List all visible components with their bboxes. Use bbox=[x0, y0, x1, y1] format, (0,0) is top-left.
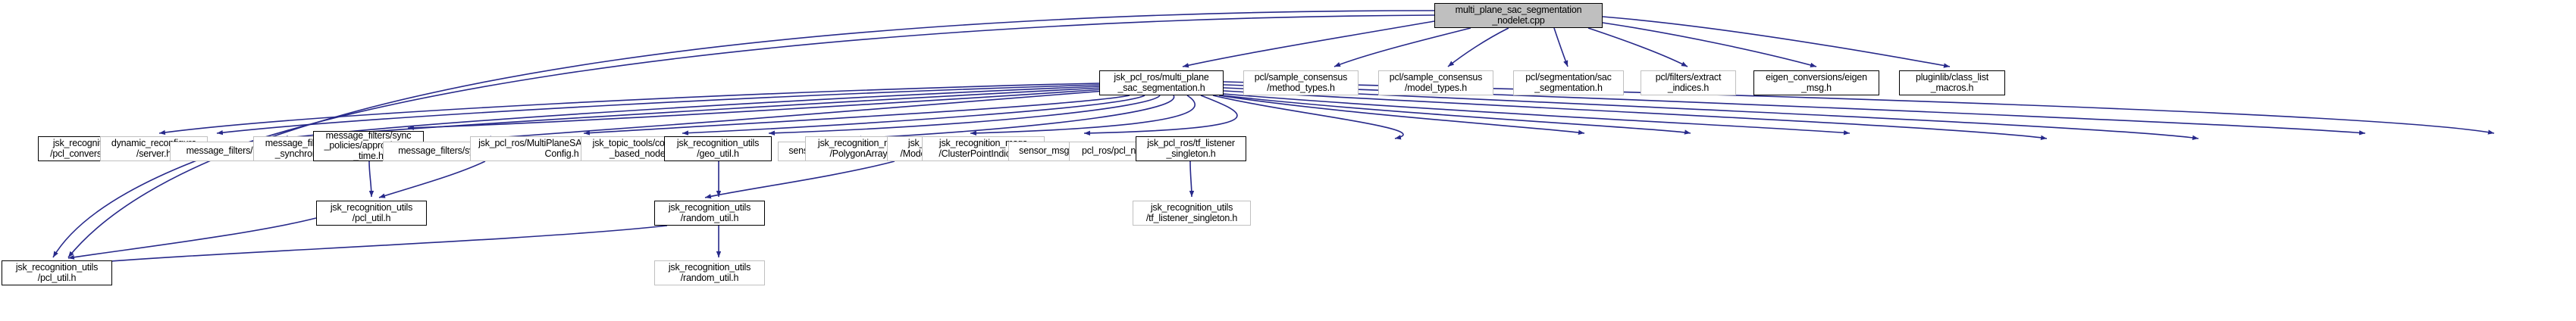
node-label-line: /pcl_util.h bbox=[352, 212, 391, 223]
node-jsk_recognition_utils-random_util-h[interactable]: jsk_recognition_utils/random_util.h bbox=[654, 201, 765, 226]
node-label-line: /PolygonArray.h bbox=[829, 148, 895, 159]
node-label-line: _indices.h bbox=[1667, 82, 1709, 93]
node-label-line: jsk_recognition_utils bbox=[15, 262, 99, 273]
node-label-line: pcl/sample_consensus bbox=[1389, 72, 1483, 83]
node-pcl-filters-extract_indices-h[interactable]: pcl/filters/extract_indices.h bbox=[1641, 70, 1736, 95]
node-label-line: /server.h bbox=[136, 148, 172, 159]
node-label-line: jsk_recognition_utils bbox=[330, 202, 413, 213]
node-label-line: jsk_recognition_utils bbox=[668, 202, 751, 213]
node-label-line: _time.h bbox=[353, 150, 384, 161]
node-label-line: Config.h bbox=[544, 148, 579, 159]
node-label-line: _nodelet.cpp bbox=[1492, 14, 1545, 26]
node-jsk_pcl_ros-multi_plane_sac_segmentation-h[interactable]: jsk_pcl_ros/multi_plane_sac_segmentation… bbox=[1099, 70, 1224, 95]
node-label-line: eigen_conversions/eigen bbox=[1766, 72, 1867, 83]
node-label-line: pcl/sample_consensus bbox=[1254, 72, 1348, 83]
node-jsk_recognition_utils-geo_util-h[interactable]: jsk_recognition_utils/geo_util.h bbox=[664, 136, 772, 161]
node-label-line: /tf_listener_singleton.h bbox=[1145, 212, 1238, 223]
node-eigen_conversions-eigen_msg-h[interactable]: eigen_conversions/eigen_msg.h bbox=[1753, 70, 1879, 95]
node-label-line: jsk_pcl_ros/multi_plane bbox=[1114, 72, 1209, 83]
node-label-line: /random_util.h bbox=[680, 212, 739, 223]
node-label-line: jsk_recognition_utils bbox=[668, 262, 751, 273]
node-label-line: _sac_segmentation.h bbox=[1117, 82, 1205, 93]
node-label-line: _msg.h bbox=[1801, 82, 1832, 93]
node-jsk_recognition_utils-random_util-h-2[interactable]: jsk_recognition_utils/random_util.h bbox=[654, 260, 765, 285]
node-label-line: multi_plane_sac_segmentation bbox=[1455, 5, 1582, 15]
node-jsk_recognition_utils-tf_listener_singleton-h[interactable]: jsk_recognition_utils/tf_listener_single… bbox=[1133, 201, 1251, 226]
node-jsk_recognition_utils-pcl_util-h-left[interactable]: jsk_recognition_utils/pcl_util.h bbox=[2, 260, 112, 285]
node-label-line: /model_types.h bbox=[1405, 82, 1467, 93]
node-label-line: _segmentation.h bbox=[1534, 82, 1603, 93]
node-jsk_recognition_utils-pcl_util-h[interactable]: jsk_recognition_utils/pcl_util.h bbox=[316, 201, 427, 226]
node-label-line: jsk_recognition_utils bbox=[676, 138, 760, 148]
node-label-line: /pcl_util.h bbox=[37, 272, 77, 283]
node-label-line: pcl/filters/extract bbox=[1655, 72, 1722, 83]
node-label-line: _macros.h bbox=[1930, 82, 1974, 93]
node-jsk_pcl_ros-tf_listener_singleton-h[interactable]: jsk_pcl_ros/tf_listener_singleton.h bbox=[1136, 136, 1246, 161]
node-pcl-sample_consensus-method_types-h[interactable]: pcl/sample_consensus/method_types.h bbox=[1243, 70, 1359, 95]
node-label-line: /random_util.h bbox=[680, 272, 739, 283]
node-label-line: pluginlib/class_list bbox=[1915, 72, 1989, 83]
node-pluginlib-class_list_macros-h[interactable]: pluginlib/class_list_macros.h bbox=[1899, 70, 2005, 95]
node-pcl-segmentation-sac_segmentation-h[interactable]: pcl/segmentation/sac_segmentation.h bbox=[1513, 70, 1624, 95]
node-label-line: pcl/segmentation/sac bbox=[1525, 72, 1612, 83]
node-pcl-sample_consensus-model_types-h[interactable]: pcl/sample_consensus/model_types.h bbox=[1378, 70, 1493, 95]
node-label-line: message_filters/sync bbox=[325, 129, 412, 141]
node-label-line: /geo_util.h bbox=[697, 148, 739, 159]
node-label-line: /method_types.h bbox=[1267, 82, 1335, 93]
node-label-line: jsk_recognition_utils bbox=[1150, 202, 1233, 213]
node-label-line: jsk_pcl_ros/tf_listener bbox=[1147, 138, 1235, 148]
node-multi_plane_sac_segmentation-nodelet-cpp[interactable]: multi_plane_sac_segmentation_nodelet.cpp bbox=[1434, 3, 1603, 28]
node-label-line: _singleton.h bbox=[1166, 148, 1216, 159]
